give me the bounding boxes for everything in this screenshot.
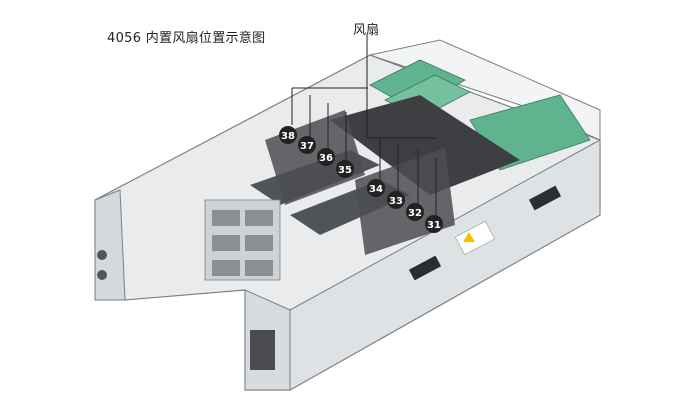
diagram-caption: 4056 内置风扇位置示意图 [107,31,266,46]
drive-slot [245,210,273,226]
fan-badge-35: 35 [336,160,354,178]
drive-slot [212,210,240,226]
fan-number-35: 35 [338,165,352,176]
fan-number-37: 37 [300,141,314,152]
fan-number-33: 33 [389,196,403,207]
air-duct [330,95,520,195]
warning-triangle-icon [463,232,475,242]
side-vent [408,255,442,281]
fan-number-36: 36 [319,153,333,164]
fan-badge-38: 38 [279,126,297,144]
fan-badge-32: 32 [406,203,424,221]
fan-number-31: 31 [427,220,441,231]
drive-slot [245,260,273,276]
front-port [97,250,107,260]
fan-number-38: 38 [281,131,295,142]
fan-number-32: 32 [408,208,422,219]
front-port [97,270,107,280]
fan-callout-label: 风扇 [353,23,380,38]
fan-badge-34: 34 [367,179,385,197]
warning-label [454,220,496,256]
fan-badge-33: 33 [387,191,405,209]
drive-slot [245,235,273,251]
fan-badge-37: 37 [298,136,316,154]
drive-slot [212,235,240,251]
fan-number-34: 34 [369,184,383,195]
drive-slot [212,260,240,276]
psu-handle [250,330,275,370]
side-vent [528,185,562,211]
fan-badge-31: 31 [425,215,443,233]
fan-badge-36: 36 [317,148,335,166]
chassis-front-panel [94,189,126,301]
